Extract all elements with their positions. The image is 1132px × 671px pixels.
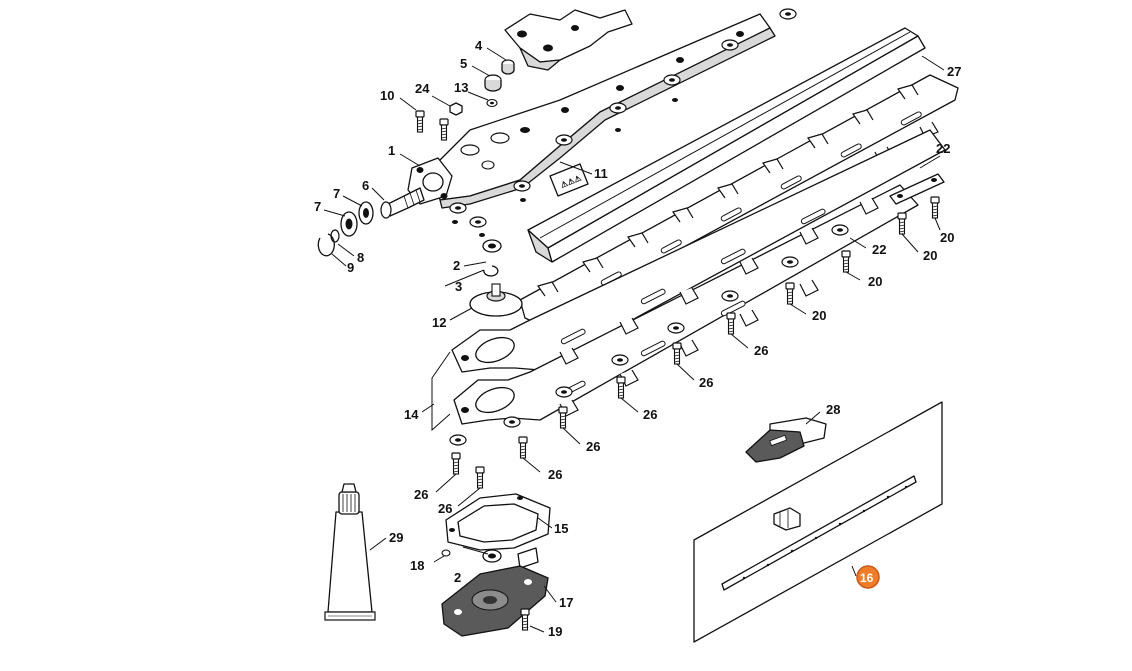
label-26-g: 26 [438,501,452,516]
label-27: 27 [947,64,961,79]
label-20-b: 20 [923,248,937,263]
cutter-kit-box [693,401,943,643]
label-12: 12 [432,315,446,330]
label-29: 29 [389,530,403,545]
label-5: 5 [460,56,467,71]
gear-housing-arm [407,13,776,209]
label-14: 14 [404,407,419,422]
label-1: 1 [388,143,395,158]
label-7-outer: 7 [314,199,321,214]
label-13: 13 [454,80,468,95]
label-15: 15 [554,521,568,536]
label-10: 10 [380,88,394,103]
label-18: 18 [410,558,424,573]
leader-lines [323,47,945,633]
right-fasteners [451,173,945,489]
label-16[interactable]: 16 [860,571,874,585]
callout-labels: 1 2 2 3 4 5 6 7 7 8 9 10 11 12 13 14 15 … [314,38,961,639]
label-17: 17 [559,595,573,610]
label-7-inner: 7 [333,186,340,201]
label-19: 19 [548,624,562,639]
shaft-bearing-assembly [317,187,425,257]
cutter-bar [527,27,926,263]
label-4: 4 [475,38,483,53]
label-26-d: 26 [586,439,600,454]
label-20-d: 20 [812,308,826,323]
label-24: 24 [415,81,430,96]
lower-cutting-blade [431,129,946,432]
label-9: 9 [347,260,354,275]
label-26-a: 26 [754,343,768,358]
highlighted-callout-16[interactable] [856,565,880,589]
label-11: 11 [594,166,608,181]
label-3: 3 [455,279,462,294]
blade-guard [745,417,827,463]
label-20-c: 20 [868,274,882,289]
label-26-c: 26 [643,407,657,422]
label-22-a: 22 [936,141,950,156]
label-26-b: 26 [699,375,713,390]
gearbox-cover [441,493,551,637]
label-28: 28 [826,402,840,417]
label-8: 8 [357,250,364,265]
label-6: 6 [362,178,369,193]
label-2-lower: 2 [454,570,461,585]
small-fasteners: ⚠⚠⚠ [415,8,849,446]
label-22-b: 22 [872,242,886,257]
label-26-e: 26 [548,467,562,482]
gear-housing-fork [504,9,633,71]
label-2-upper: 2 [453,258,460,273]
label-20-a: 20 [940,230,954,245]
grease-tube [324,483,376,621]
label-26-f: 26 [414,487,428,502]
